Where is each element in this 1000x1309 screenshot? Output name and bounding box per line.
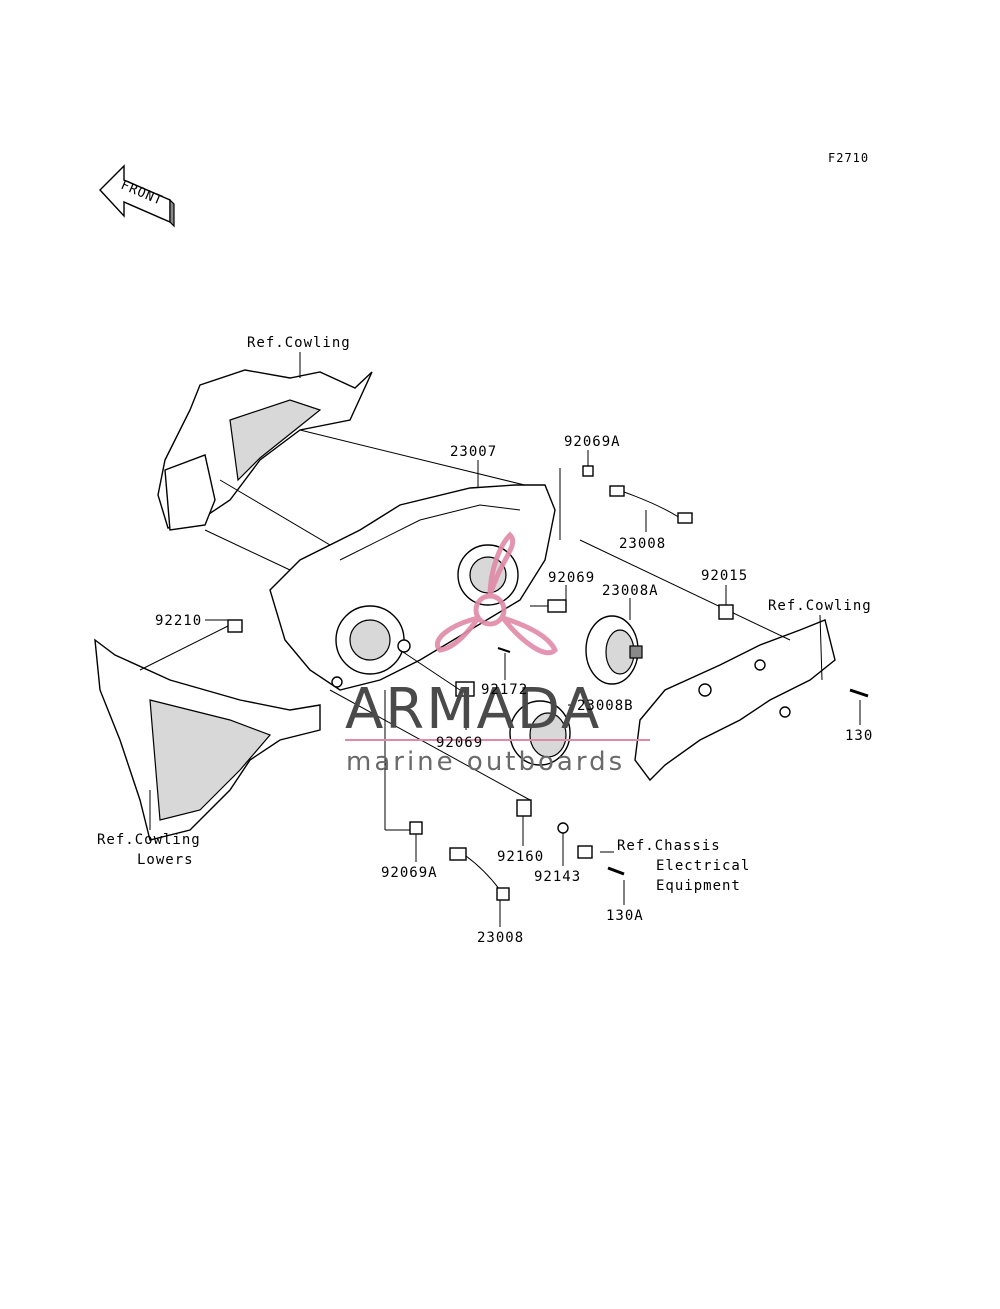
part-label-92160: 92160: [497, 849, 544, 865]
ref-cowling-lowers-label-1: Ref.Cowling: [97, 832, 201, 848]
part-label-23008-bottom: 23008: [477, 930, 524, 946]
bulb-socket-23008A: [585, 615, 643, 685]
part-label-92069-top: 92069: [548, 570, 595, 586]
screw-92172: [497, 647, 511, 653]
grommet-92160: [516, 799, 532, 817]
part-label-23008B: 23008B: [577, 698, 634, 714]
ref-cowling-top-label: Ref.Cowling: [247, 335, 351, 351]
ref-cowling-lowers-label-2: Lowers: [137, 852, 194, 868]
part-label-23008A: 23008A: [602, 583, 659, 599]
bulb-92069-top: [530, 599, 567, 613]
part-label-23008-top: 23008: [619, 536, 666, 552]
wire-23008-top: [582, 465, 693, 524]
ref-cowling-right-label: Ref.Cowling: [768, 598, 872, 614]
part-label-92143: 92143: [534, 869, 581, 885]
part-label-23007: 23007: [450, 444, 497, 460]
bolt-130A: [577, 845, 625, 876]
part-label-92210: 92210: [155, 613, 202, 629]
part-label-130A: 130A: [606, 908, 644, 924]
part-label-92069A-bottom: 92069A: [381, 865, 438, 881]
part-label-92015: 92015: [701, 568, 748, 584]
damper-92015: [718, 604, 734, 620]
watermark: ARMADA marine outboards: [345, 531, 650, 777]
watermark-subtitle: marine outboards: [346, 747, 625, 777]
part-label-92069A-top: 92069A: [564, 434, 621, 450]
part-label-92172: 92172: [481, 682, 528, 698]
washer-92143: [557, 822, 569, 834]
bulb-92069-mid: [455, 681, 475, 697]
wire-23008-bottom: [409, 821, 510, 901]
bolt-130: [849, 688, 869, 698]
lower-cowling-part: [94, 624, 321, 841]
propeller-logo-icon: [435, 531, 559, 656]
bulb-socket-23008B: [509, 700, 571, 766]
ref-chassis-label-2: Electrical: [656, 858, 750, 874]
ref-chassis-label-1: Ref.Chassis: [617, 838, 721, 854]
headlight-housing-part: [269, 484, 556, 691]
diagram-code: F2710: [828, 151, 869, 165]
upper-cowling-part: [157, 369, 546, 611]
front-arrow-icon: FRONT: [99, 164, 175, 228]
ref-chassis-label-3: Equipment: [656, 878, 741, 894]
leader-lines: [149, 352, 861, 927]
right-cowling-bracket-part: [579, 539, 836, 782]
watermark-title: ARMADA: [345, 677, 601, 742]
clip-92210: [227, 619, 243, 633]
part-label-92069-mid: 92069: [436, 735, 483, 751]
part-label-130: 130: [845, 728, 873, 744]
